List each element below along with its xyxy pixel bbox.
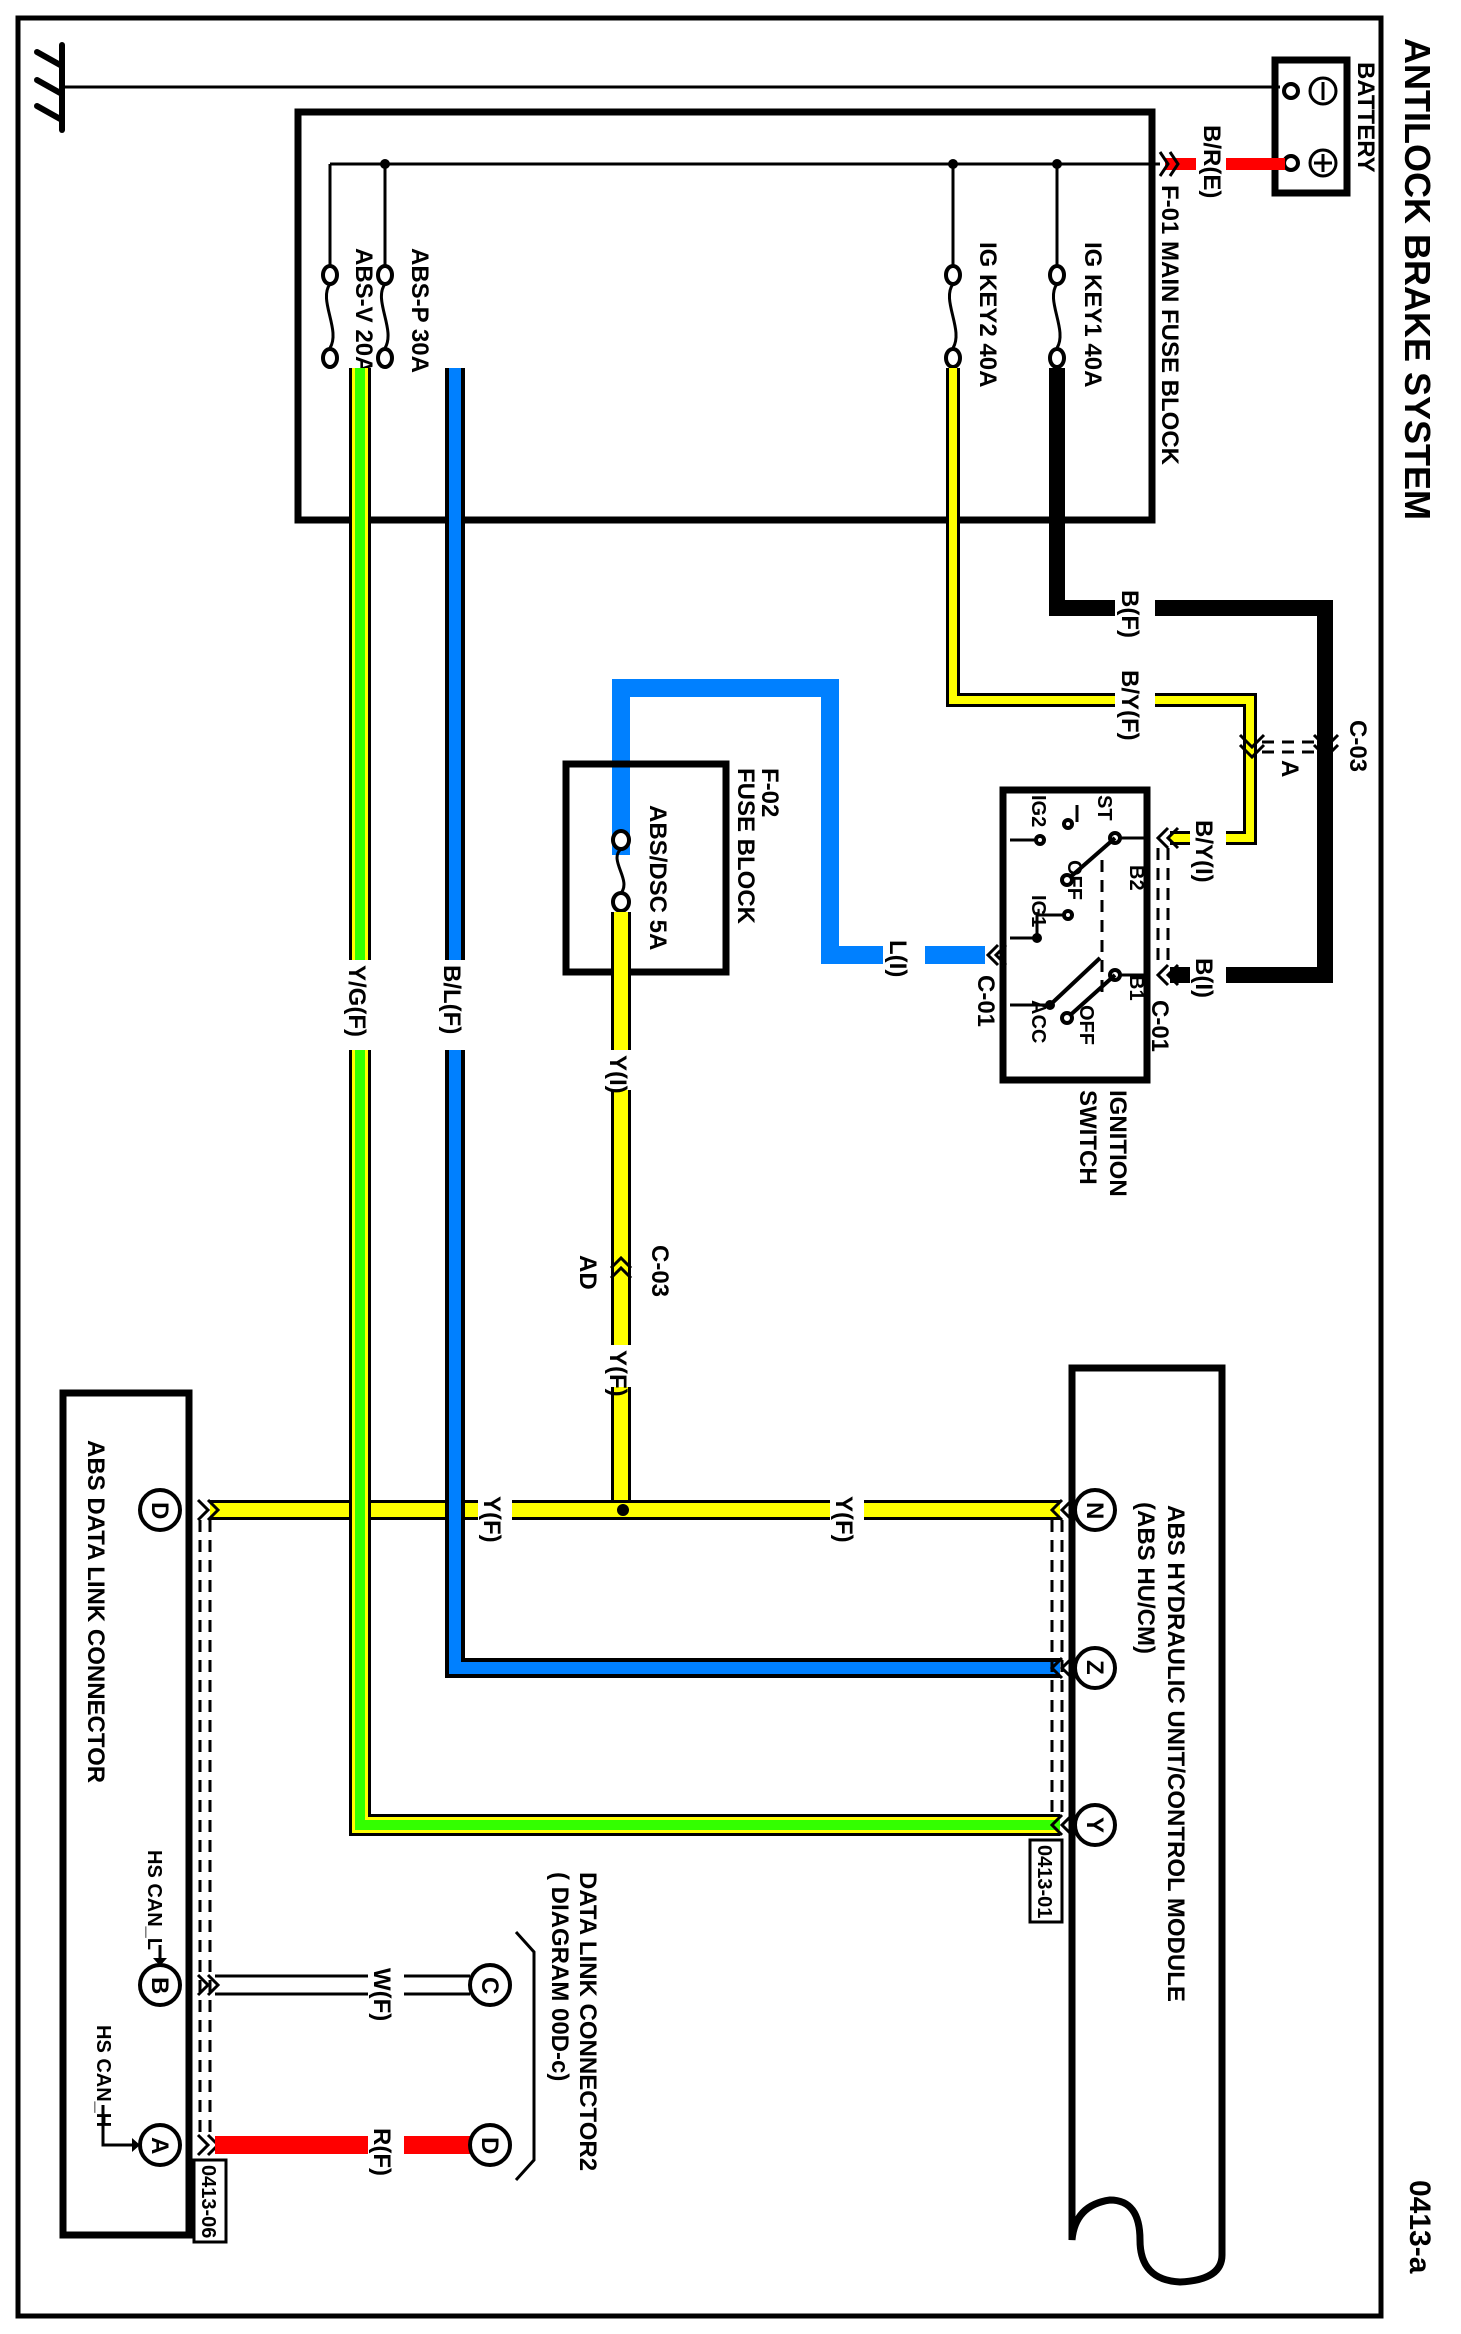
wire-label-can-l: W(F) bbox=[368, 1968, 395, 2021]
connector-c03-a: C-03 A bbox=[1238, 720, 1371, 777]
ground-icon bbox=[34, 42, 1280, 133]
terminal-label: B2 bbox=[1125, 865, 1147, 891]
fuse-icon bbox=[321, 264, 339, 369]
fuse-label: IG KEY1 40A bbox=[1079, 242, 1106, 387]
connector-pin-label: A bbox=[1276, 760, 1303, 777]
ignition-switch-label: SWITCH bbox=[1074, 1090, 1101, 1185]
splice-point bbox=[617, 1504, 629, 1516]
ignition-switch-label: IGNITION bbox=[1104, 1090, 1131, 1197]
terminal-label: ST bbox=[1093, 795, 1115, 821]
can-l-label: HS CAN_L bbox=[143, 1850, 165, 1950]
fuse-label: ABS/DSC 5A bbox=[644, 805, 671, 950]
connector-chevron-icon bbox=[1158, 151, 1180, 177]
battery: BATTERY bbox=[1271, 56, 1379, 197]
connector-label: C-01 bbox=[1146, 1000, 1173, 1052]
terminal-label: IG1 bbox=[1027, 895, 1049, 927]
wire-can-l: W(F) bbox=[215, 1965, 470, 2021]
connector-label: C-03 bbox=[646, 1245, 673, 1297]
ignition-switch: IGNITION SWITCH ST IG2 IG1 ACC B2 B1 OFF… bbox=[999, 786, 1151, 1197]
wire-can-h: R(F) bbox=[215, 2128, 470, 2176]
abs-hu-cm: ABS HYDRAULIC UNIT/CONTROL MODULE (ABS H… bbox=[1028, 1364, 1226, 2286]
abs-dlc-label: ABS DATA LINK CONNECTOR bbox=[82, 1440, 109, 1783]
terminal-label: B1 bbox=[1125, 975, 1147, 1001]
wire-label-battery-feed: B/R(E) bbox=[1198, 125, 1225, 198]
reference-badge: 0413-06 bbox=[197, 2165, 219, 2238]
fuse-label: IG KEY2 40A bbox=[974, 242, 1001, 387]
terminal-label: IG2 bbox=[1027, 795, 1049, 827]
can-h-label: HS CAN_H bbox=[92, 2025, 114, 2127]
dlc2-label: ( DIAGRAM 00D-c) bbox=[546, 1872, 573, 2081]
wire-label-can-h: R(F) bbox=[368, 2128, 395, 2176]
connector-pin-label: AD bbox=[574, 1255, 601, 1290]
wire-label-ign-b2: B/Y(I) bbox=[1190, 820, 1217, 883]
dlc2-label: DATA LINK CONNECTOR2 bbox=[574, 1872, 601, 2171]
pin-label: Z bbox=[1081, 1660, 1108, 1675]
fuse-label: ABS-P 30A bbox=[406, 248, 433, 373]
pin-label: D bbox=[476, 2137, 503, 2154]
sheet-frame bbox=[15, 15, 1384, 2319]
fuse-label: ABS-V 20A bbox=[350, 248, 377, 373]
terminal-label: OFF bbox=[1075, 1005, 1097, 1045]
wire-abs-p bbox=[445, 368, 1060, 1678]
wire-label-y-to-dlc: Y(F) bbox=[478, 1496, 505, 1543]
fuse-block-f02: F-02 FUSE BLOCK ABS/DSC 5A bbox=[562, 760, 783, 976]
wire-label-ign-ig1: L(I) bbox=[884, 940, 911, 977]
connector-label: C-01 bbox=[972, 975, 999, 1027]
abs-data-link-connector: ABS DATA LINK CONNECTOR D B A HS CAN_L H… bbox=[59, 1389, 228, 2244]
page-code: 0413-a bbox=[1403, 2180, 1436, 2274]
wire-label-abs-v: Y/G(F) bbox=[343, 965, 370, 1037]
wire-label-f02-out-f: Y(F) bbox=[604, 1350, 631, 1397]
abs-hu-cm-label: (ABS HU/CM) bbox=[1132, 1502, 1159, 1654]
fuse-icon bbox=[1048, 264, 1066, 369]
wire-label-ign-b1: B(I) bbox=[1190, 958, 1217, 998]
wire-label-f02-out-i: Y(I) bbox=[604, 1055, 631, 1094]
terminal-label: ACC bbox=[1027, 1000, 1049, 1043]
main-fuse-block-label: F-01 MAIN FUSE BLOCK bbox=[1156, 185, 1183, 466]
wire-ig-key1 bbox=[1049, 368, 1333, 983]
connector-c01-top: C-01 bbox=[1146, 826, 1180, 1052]
connector-c03-ad: C-03 AD bbox=[574, 1245, 673, 1297]
fuse-block-f02-label: FUSE BLOCK bbox=[732, 768, 759, 925]
pin-label: B bbox=[146, 1977, 173, 1994]
pin-label: D bbox=[146, 1502, 173, 1519]
pin-label: N bbox=[1081, 1502, 1108, 1519]
battery-label: BATTERY bbox=[1352, 62, 1379, 173]
pin-label: A bbox=[146, 2137, 173, 2154]
reference-badge: 0413-01 bbox=[1033, 1845, 1055, 1918]
pin-label: C bbox=[476, 1977, 503, 1994]
wire-ign-ig1 bbox=[612, 679, 985, 964]
wire-label-y-to-hu: Y(F) bbox=[830, 1496, 857, 1543]
fuse-icon bbox=[944, 264, 962, 369]
connector-c01-left: C-01 bbox=[972, 943, 1008, 1027]
data-link-connector2: C D DATA LINK CONNECTOR2 ( DIAGRAM 00D-c… bbox=[468, 1872, 601, 2182]
fuse-block-f02-id: F-02 bbox=[756, 768, 783, 817]
pin-label: Y bbox=[1081, 1817, 1108, 1833]
wire-label-ig-key2: B/Y(F) bbox=[1116, 670, 1143, 741]
main-fuse-block: F-01 MAIN FUSE BLOCK IG KEY1 40A IG KEY2… bbox=[294, 108, 1183, 524]
connector-label: C-03 bbox=[1344, 720, 1371, 772]
wire-label-abs-p: B/L(F) bbox=[438, 965, 465, 1034]
fuse-icon bbox=[611, 829, 631, 913]
fuse-icon bbox=[376, 264, 394, 369]
sheet-title: ANTILOCK BRAKE SYSTEM bbox=[1397, 38, 1438, 520]
wire-label-ig-key1: B(F) bbox=[1116, 590, 1143, 638]
abs-hu-cm-label: ABS HYDRAULIC UNIT/CONTROL MODULE bbox=[1162, 1505, 1189, 2002]
